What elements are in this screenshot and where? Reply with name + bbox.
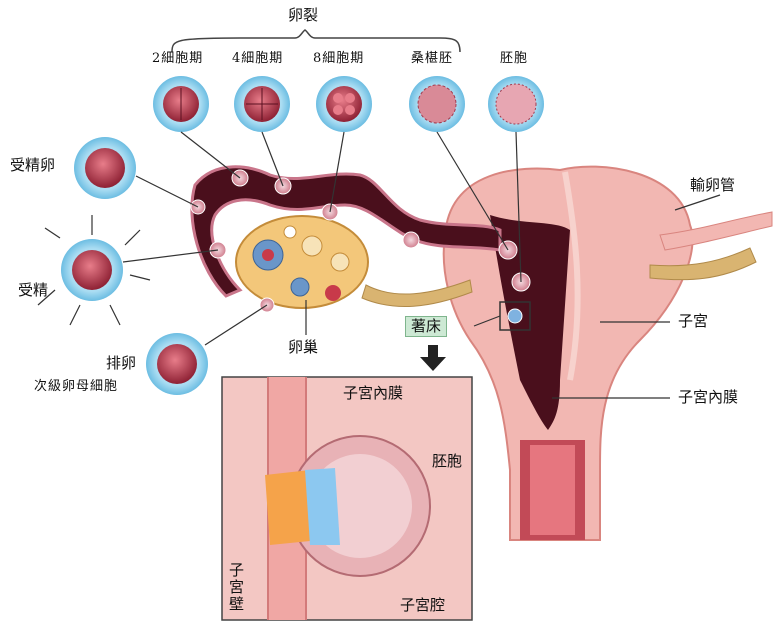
stage-8-cell: 8細胞期 xyxy=(313,52,364,65)
label-uterus: 子宮 xyxy=(678,314,708,329)
inset-label-uterine-cavity: 子宮腔 xyxy=(400,598,445,613)
implantation-inset xyxy=(222,377,472,620)
label-ovary: 卵巢 xyxy=(288,340,318,355)
stage-circles xyxy=(153,76,544,132)
label-fallopian-tube: 輸卵管 xyxy=(690,178,735,193)
label-fertilized-egg: 受精卵 xyxy=(10,158,55,173)
label-secondary-oocyte: 次級卵母細胞 xyxy=(34,380,118,393)
label-ovulation: 排卵 xyxy=(106,356,136,371)
stage-morula: 桑椹胚 xyxy=(411,52,453,65)
down-arrow xyxy=(420,345,446,371)
uterus xyxy=(444,167,693,540)
label-implantation: 著床 xyxy=(405,316,447,337)
label-endometrium: 子宮內膜 xyxy=(678,390,738,405)
stage-2-cell: 2細胞期 xyxy=(152,52,203,65)
cleavage-bracket xyxy=(172,30,460,52)
inset-label-endometrium: 子宮內膜 xyxy=(343,386,403,401)
cleavage-title: 卵裂 xyxy=(288,8,318,23)
stage-4-cell: 4細胞期 xyxy=(232,52,283,65)
label-fertilization: 受精 xyxy=(18,283,48,298)
stage-blastocyst: 胚胞 xyxy=(500,52,528,65)
inset-label-uterine-wall: 子宮壁 xyxy=(228,562,243,613)
inset-label-blastocyst: 胚胞 xyxy=(432,454,462,469)
